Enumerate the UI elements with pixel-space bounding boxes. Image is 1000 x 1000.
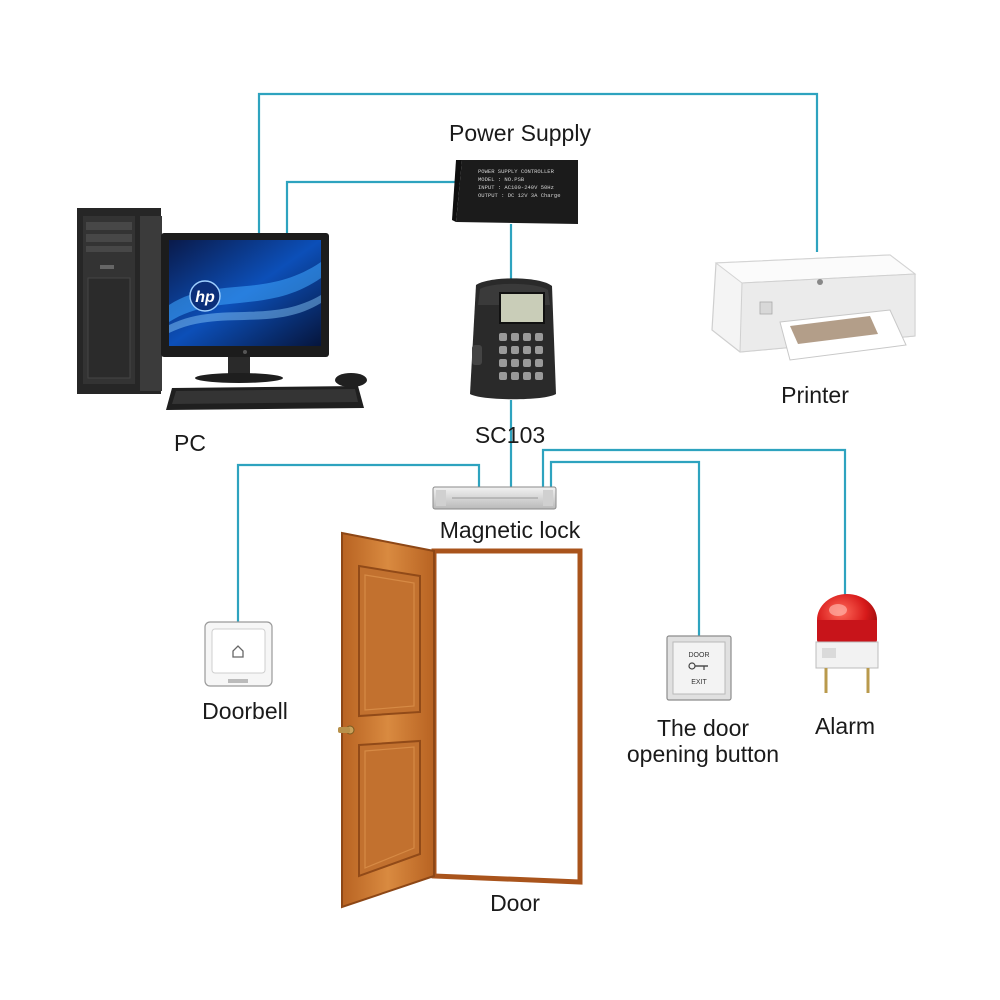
label-alarm: Alarm bbox=[814, 713, 876, 739]
keypad-keys bbox=[499, 333, 543, 380]
svg-text:MODEL : NO.PSB: MODEL : NO.PSB bbox=[478, 176, 525, 183]
keypad-key bbox=[535, 333, 543, 341]
wire-pc-power-supply bbox=[285, 180, 462, 236]
magnetic-lock-device bbox=[432, 486, 557, 510]
wire-exit-button bbox=[549, 460, 701, 636]
label-pc: PC bbox=[174, 430, 206, 456]
keypad-key bbox=[523, 359, 531, 367]
pc-monitor: hp bbox=[161, 233, 329, 383]
label-door: Door bbox=[490, 890, 540, 916]
keypad-key bbox=[511, 346, 519, 354]
label-sc103: SC103 bbox=[474, 422, 546, 448]
doorbell-device bbox=[204, 621, 273, 687]
keypad-key bbox=[499, 372, 507, 380]
pc-tower bbox=[77, 208, 162, 394]
label-power-supply: Power Supply bbox=[449, 120, 591, 146]
svg-text:POWER SUPPLY CONTROLLER: POWER SUPPLY CONTROLLER bbox=[478, 168, 555, 175]
wire-doorbell bbox=[236, 463, 481, 622]
keypad-key bbox=[523, 346, 531, 354]
power-supply-unit: POWER SUPPLY CONTROLLER MODEL : NO.PSB I… bbox=[452, 160, 578, 224]
door bbox=[338, 531, 583, 909]
alarm-device bbox=[815, 594, 879, 693]
svg-text:DOOR: DOOR bbox=[689, 652, 710, 659]
wire-alarm bbox=[541, 448, 847, 595]
keypad-key bbox=[535, 372, 543, 380]
svg-text:OUTPUT : DC 12V 3A Charge: OUTPUT : DC 12V 3A Charge bbox=[478, 192, 561, 199]
printer bbox=[711, 254, 917, 361]
keypad-key bbox=[511, 333, 519, 341]
label-door-opening-button-line1: The door bbox=[656, 715, 750, 741]
pc-keyboard bbox=[166, 373, 367, 410]
label-printer: Printer bbox=[781, 382, 849, 408]
hp-logo: hp bbox=[195, 289, 215, 306]
keypad-key bbox=[523, 372, 531, 380]
wires bbox=[236, 92, 847, 636]
wire-pc-printer bbox=[257, 92, 819, 252]
keypad-key bbox=[535, 359, 543, 367]
keypad-key bbox=[499, 346, 507, 354]
keypad-key bbox=[511, 359, 519, 367]
sc103-reader bbox=[470, 278, 556, 400]
label-door-opening-button-line2: opening button bbox=[626, 741, 780, 767]
label-door-opening-button: The door opening button bbox=[598, 715, 808, 767]
keypad-key bbox=[535, 346, 543, 354]
label-magnetic-lock: Magnetic lock bbox=[439, 517, 581, 543]
keypad-key bbox=[499, 359, 507, 367]
svg-text:EXIT: EXIT bbox=[691, 679, 707, 686]
keypad-key bbox=[499, 333, 507, 341]
door-opening-button-device: DOOR EXIT bbox=[666, 635, 732, 701]
label-doorbell: Doorbell bbox=[202, 698, 288, 724]
svg-text:INPUT : AC100-240V 50Hz: INPUT : AC100-240V 50Hz bbox=[478, 184, 554, 191]
keypad-key bbox=[523, 333, 531, 341]
keypad-key bbox=[511, 372, 519, 380]
